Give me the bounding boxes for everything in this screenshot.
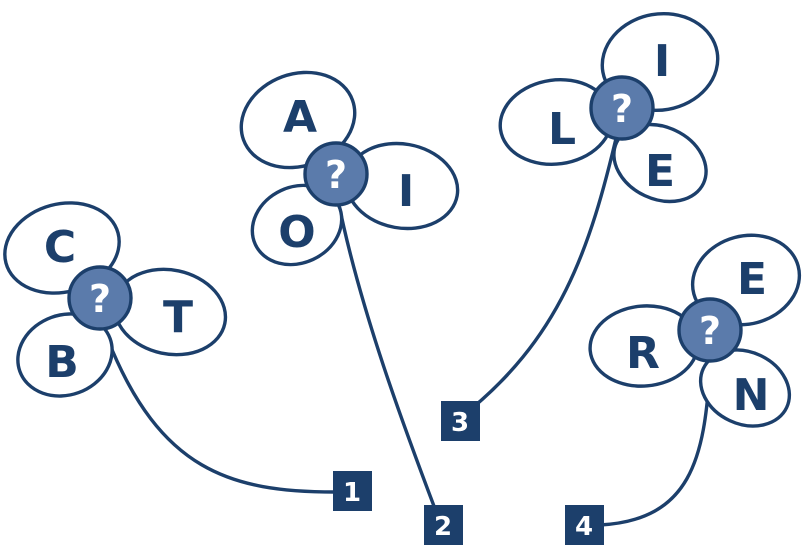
number-box-4-bg <box>565 505 604 545</box>
number-box-3-bg <box>441 401 480 441</box>
number-box-1-bg <box>333 471 372 511</box>
flower-1-question-mark: ? <box>89 277 111 321</box>
number-label-4: 4 <box>575 512 593 542</box>
flower-4-center <box>677 297 743 363</box>
flower-2-petal-label-3: O <box>278 207 315 258</box>
stem-3 <box>458 128 620 420</box>
flower-2: A I O ? <box>239 70 460 267</box>
number-label-1: 1 <box>343 478 361 508</box>
flower-4-petal-label-1: E <box>737 254 767 305</box>
flower-2-center <box>303 141 369 207</box>
flower-2-petal-label-1: A <box>283 92 317 143</box>
flower-1: C T B ? <box>3 201 228 398</box>
number-box-4: 4 <box>565 505 604 545</box>
flower-4-petal-bottom <box>698 348 792 428</box>
flower-2-question-mark: ? <box>325 153 347 197</box>
flower-4: E R N ? <box>588 233 802 428</box>
flower-3-petal-label-3: E <box>645 146 675 197</box>
flower-3-question-mark: ? <box>611 87 633 131</box>
flower-4-petal-label-2: R <box>626 328 660 379</box>
flower-3: I L E ? <box>498 11 720 204</box>
number-box-3: 3 <box>441 401 480 441</box>
stem-4 <box>598 363 712 527</box>
number-label-2: 2 <box>434 512 452 542</box>
stem-2 <box>336 198 442 524</box>
flower-1-petal-bottom <box>16 312 114 398</box>
flower-1-center <box>67 265 133 331</box>
flower-3-petal-label-1: I <box>654 36 670 87</box>
stem-1 <box>106 338 337 494</box>
flower-3-petal-bottom <box>612 122 708 204</box>
flower-4-petal-label-3: N <box>733 370 770 421</box>
flower-4-question-mark: ? <box>699 309 721 353</box>
flower-1-petal-label-2: T <box>163 292 193 343</box>
number-label-3: 3 <box>451 408 469 438</box>
number-box-2-bg <box>424 505 463 545</box>
number-box-2: 2 <box>424 505 463 545</box>
flower-3-center <box>589 75 655 141</box>
flower-3-petal-label-2: L <box>548 104 576 155</box>
flower-1-petal-label-3: B <box>45 337 79 388</box>
number-box-1: 1 <box>333 471 372 511</box>
flower-2-petal-label-2: I <box>398 166 414 217</box>
flower-1-petal-label-1: C <box>44 222 76 273</box>
